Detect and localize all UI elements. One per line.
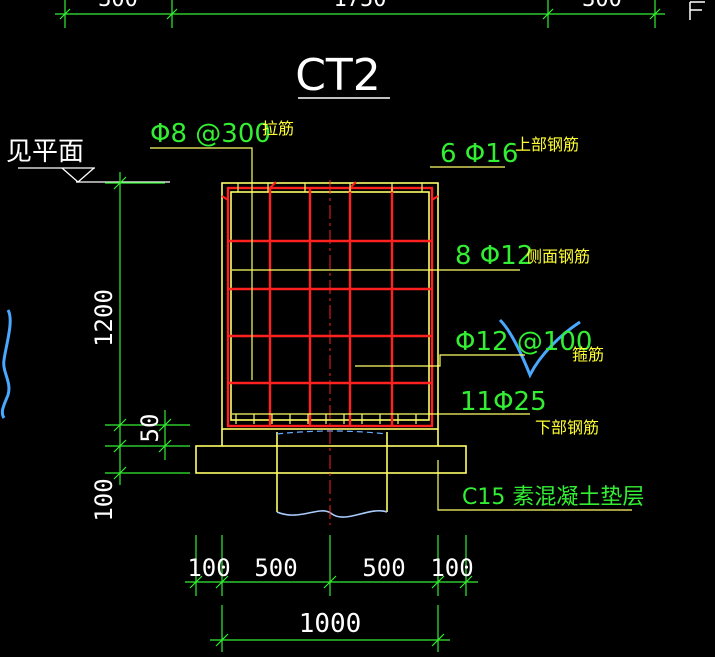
height-dim-100: 100 [90,478,118,521]
bottom-bar-spec: 11Φ25 [460,387,547,417]
bottom-bar-label: 下部钢筋 [535,418,599,437]
width-dim-500-right: 500 [362,554,405,582]
tie-bar-spec: Φ8 @300 [150,119,271,149]
right-edge-fragment [689,1,705,20]
top-dimension-strip [55,0,665,28]
section-title: CT2 [295,50,381,101]
left-annotation-scribble [0,309,12,419]
level-symbol [18,167,170,183]
stirrup-label: 箍筋 [572,345,604,364]
pile [276,430,388,518]
tie-bar-label: 拉筋 [262,119,294,138]
side-bar-label: 侧面钢筋 [526,247,590,266]
top-bar-label: 上部钢筋 [515,135,579,154]
left-dimension-chain [105,172,190,485]
top-dim-right: 300 [582,0,622,12]
rebar-corner-hooks [221,181,439,201]
width-dim-100-left: 100 [187,554,230,582]
pile-cap-outline [195,182,467,474]
bottom-dimension-chain [185,535,478,652]
level-note: 见平面 [6,137,84,167]
checkmark-annotation [498,318,581,379]
side-bar-spec: 8 Φ12 [455,241,533,271]
height-dim-50: 50 [136,414,164,443]
width-dim-total: 1000 [299,609,362,639]
width-dim-100-right: 100 [430,554,473,582]
stirrup-spec: Φ12 @100 [455,327,592,357]
height-dim-1200: 1200 [90,289,118,347]
bottom-bar-ticks [235,414,417,424]
top-dim-left: 300 [98,0,138,12]
top-bar-spec: 6 Φ16 [440,139,518,169]
top-bar-ticks [237,183,423,192]
top-dim-middle: 1750 [334,0,387,12]
pad-note: C15 素混凝土垫层 [462,485,644,510]
width-dim-500-left: 500 [254,554,297,582]
leader-lines [150,147,632,511]
